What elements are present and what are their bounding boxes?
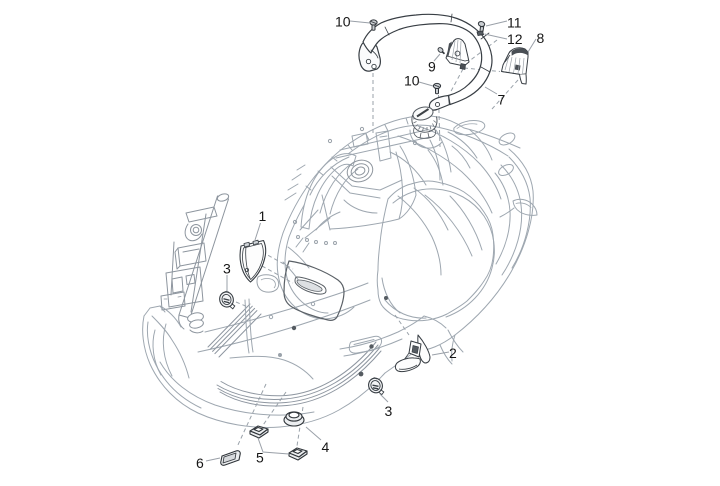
svg-text:10: 10 — [335, 14, 351, 30]
svg-text:11: 11 — [507, 15, 522, 31]
svg-text:6: 6 — [196, 455, 204, 471]
svg-text:8: 8 — [537, 30, 545, 46]
svg-text:5: 5 — [256, 450, 264, 466]
svg-text:7: 7 — [498, 92, 506, 108]
svg-text:3: 3 — [223, 261, 231, 277]
svg-text:3: 3 — [385, 403, 393, 419]
svg-text:4: 4 — [322, 439, 330, 455]
svg-text:12: 12 — [507, 31, 523, 47]
svg-text:10: 10 — [404, 73, 420, 89]
svg-text:9: 9 — [428, 59, 436, 75]
svg-text:2: 2 — [449, 345, 457, 361]
svg-text:1: 1 — [259, 208, 267, 224]
